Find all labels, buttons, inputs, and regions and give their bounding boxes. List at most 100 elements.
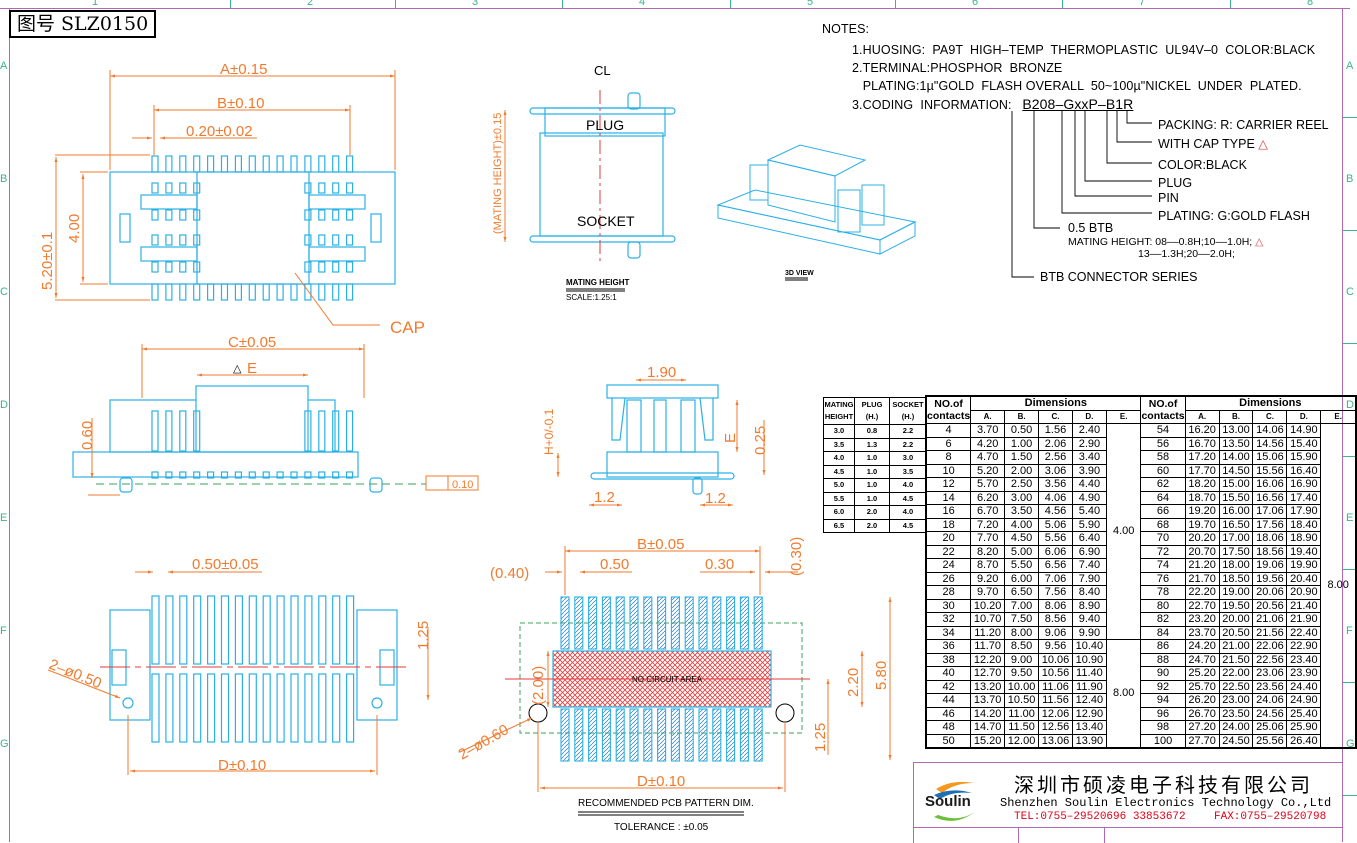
top-contact xyxy=(332,261,340,273)
pcb-dim-d: D±0.10 xyxy=(637,773,685,790)
top-contact xyxy=(346,261,354,273)
zone-row-A: A xyxy=(1346,60,1354,72)
bottom-pin-lower xyxy=(304,673,313,743)
pcb-pad-upper xyxy=(698,596,708,650)
pcb-pad-lower xyxy=(629,708,639,762)
pcb-pad-upper xyxy=(560,596,570,650)
company-tel: TEL:0755–29520696 33853672 xyxy=(1014,811,1186,823)
top-pin xyxy=(151,283,159,301)
notes-heading: NOTES: xyxy=(822,22,870,36)
note-3-label: 3.CODING INFORMATION: xyxy=(852,98,1012,112)
dim-pitch-label: 0.20±0.02 xyxy=(186,123,253,140)
top-pin xyxy=(234,283,242,301)
top-contact xyxy=(304,209,312,221)
pcb-pad-upper xyxy=(574,596,584,650)
header-dimensions: Dimensions xyxy=(970,396,1142,411)
top-contact xyxy=(193,182,201,194)
dim-d-bottom: D±0.10 xyxy=(218,757,266,774)
top-pin xyxy=(248,283,256,301)
frame-top-border xyxy=(0,8,1350,9)
pcb-dim-gap: (0.40) xyxy=(490,565,529,582)
pcb-pad-lower xyxy=(712,708,722,762)
bottom-pin-lower xyxy=(346,673,355,743)
top-view xyxy=(109,155,396,301)
front-pin xyxy=(193,471,201,479)
top-contact xyxy=(165,261,173,273)
top-contact xyxy=(151,182,159,194)
top-pin xyxy=(248,155,256,173)
bottom-pin-upper xyxy=(151,595,160,665)
pcb-pad-upper xyxy=(670,596,680,650)
pcb-pad-lower xyxy=(643,708,653,762)
pcb-dim-offset: 1.25 xyxy=(812,723,829,752)
front-pin xyxy=(318,471,326,479)
pcb-pad-lower xyxy=(698,708,708,762)
top-pin xyxy=(318,283,326,301)
part-code: B208–GxxP–B1R xyxy=(1022,96,1134,112)
top-pin xyxy=(220,283,229,301)
dim-a-label: A±0.15 xyxy=(220,61,267,78)
zone-column-8: 8 xyxy=(1306,0,1314,8)
top-pin xyxy=(332,155,340,173)
front-pin xyxy=(179,471,187,479)
bottom-pin-upper xyxy=(290,595,299,665)
pcb-pad-upper xyxy=(726,596,736,650)
top-contact xyxy=(179,209,187,221)
bottom-pin-upper xyxy=(332,595,341,665)
pcb-dim-total: 5.80 xyxy=(873,661,890,690)
side-left-dim: 1.2 xyxy=(594,489,615,506)
side-thickness-dim: 0.25 xyxy=(752,426,769,455)
pcb-pad-upper xyxy=(601,596,611,650)
note-3: 3.CODING INFORMATION: B208–GxxP–B1R xyxy=(852,95,1315,114)
dim-e-value: 4.00 xyxy=(1105,423,1142,640)
pcb-pad-lower xyxy=(726,708,736,762)
mating-header-2: SOCKET(H.) xyxy=(889,397,927,425)
mating-header-1: PLUG(H.) xyxy=(854,397,890,425)
coding-mating-height: MATING HEIGHT: 08––0.8H;10––1.0H; △ xyxy=(1068,236,1264,248)
top-contact xyxy=(304,261,312,273)
front-pin xyxy=(346,471,354,479)
top-pin xyxy=(207,155,215,173)
side-view xyxy=(590,384,735,495)
zone-row-C: C xyxy=(0,286,8,298)
dim-e-value: 8.00 xyxy=(1105,639,1142,748)
side-h-dim: H+0/-0.1 xyxy=(542,408,556,455)
frame-left-border xyxy=(9,8,10,842)
top-contact xyxy=(151,234,159,246)
logo-swoosh-green xyxy=(934,811,976,821)
front-pin xyxy=(165,471,173,479)
front-contact xyxy=(179,410,187,452)
dim-height-body: 4.00 xyxy=(66,214,83,243)
top-contact xyxy=(332,182,340,194)
top-pin xyxy=(304,283,312,301)
top-pin xyxy=(276,155,284,173)
logo-text: Soulin xyxy=(925,793,971,810)
iso-view xyxy=(716,144,917,255)
zone-row-C: C xyxy=(1346,286,1354,298)
zone-column-2: 2 xyxy=(306,0,314,8)
company-name-en: Shenzhen Soulin Electronics Technology C… xyxy=(1000,796,1332,810)
bottom-pin-lower xyxy=(193,673,202,743)
pcb-pad-lower xyxy=(574,708,584,762)
coding-series: BTB CONNECTOR SERIES xyxy=(1040,270,1198,284)
coding-pin: PIN xyxy=(1158,191,1179,205)
top-contact xyxy=(165,209,173,221)
